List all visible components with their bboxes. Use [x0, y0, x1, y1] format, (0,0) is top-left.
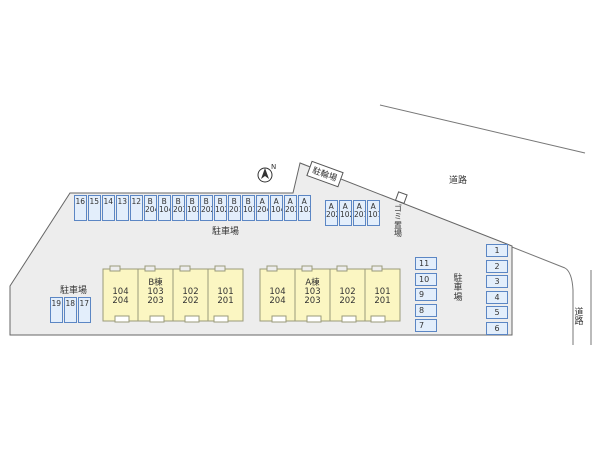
svg-text:N: N	[271, 163, 276, 171]
road-edge-top	[379, 104, 586, 154]
parking-slot-15: 15	[88, 195, 101, 221]
unit-number-top: 104	[112, 287, 129, 297]
parking-slot-9: 9	[415, 288, 437, 301]
garbage-label: ゴミ置場	[394, 204, 402, 239]
parking-slot-b103: B103	[186, 195, 199, 221]
garbage-box	[394, 191, 408, 205]
parking-slot-b204: B204	[144, 195, 157, 221]
unit-number-bottom: 201	[217, 296, 234, 306]
parking-label-center: 駐車場	[212, 227, 240, 237]
parking-slot-8: 8	[415, 303, 437, 317]
road-edge-right-inner	[564, 267, 574, 345]
building-name: B棟	[148, 278, 163, 288]
parking-slot-14: 14	[102, 195, 115, 221]
unit-number-top: 102	[182, 287, 199, 297]
unit-number-bottom: 204	[269, 296, 286, 306]
parking-slot-a204: A204	[256, 195, 269, 221]
parking-slot-b202: B202	[200, 195, 213, 221]
parking-label-left: 駐車場	[60, 286, 88, 296]
building-name: A棟	[305, 278, 320, 288]
unit-number-top: 103	[304, 287, 321, 297]
parking-slot-a201: A201	[353, 200, 366, 226]
parking-slot-17: 17	[78, 297, 91, 323]
parking-slot-16: 16	[74, 195, 87, 221]
parking-slot-18: 18	[64, 297, 77, 323]
unit-number-bottom: 203	[147, 296, 164, 306]
parking-slot-a103: A103	[298, 195, 311, 221]
road-label-top: 道路	[449, 176, 468, 186]
parking-slot-7: 7	[415, 319, 437, 332]
unit-number-top: 101	[217, 287, 234, 297]
north-arrow-icon: N	[257, 163, 276, 183]
parking-slot-13: 13	[116, 195, 129, 221]
parking-slot-12: 12	[130, 195, 143, 221]
unit-number-bottom: 202	[339, 296, 356, 306]
parking-slot-10: 10	[415, 272, 437, 286]
road-label-right: 道路	[574, 308, 584, 328]
unit-number-bottom: 201	[374, 296, 391, 306]
parking-slot-11: 11	[415, 257, 437, 270]
parking-slot-b101: B101	[242, 195, 255, 221]
parking-slot-3: 3	[486, 275, 508, 288]
parking-slot-b102: B102	[214, 195, 227, 221]
parking-slot-b201: B201	[228, 195, 241, 221]
parking-slot-19: 19	[50, 297, 63, 323]
unit-number-top: 103	[147, 287, 164, 297]
parking-slot-b203: B203	[172, 195, 185, 221]
parking-slot-a202: A202	[325, 200, 338, 226]
parking-slot-4: 4	[486, 290, 508, 304]
unit-number-bottom: 202	[182, 296, 199, 306]
unit-number-top: 104	[269, 287, 286, 297]
parking-slot-5: 5	[486, 306, 508, 319]
parking-slot-b104: B104	[158, 195, 171, 221]
unit-number-top: 102	[339, 287, 356, 297]
parking-slot-1: 1	[486, 244, 508, 257]
parking-label-right: 駐車場	[453, 274, 463, 303]
unit-number-bottom: 204	[112, 296, 129, 306]
unit-number-top: 101	[374, 287, 391, 297]
parking-slot-2: 2	[486, 259, 508, 273]
unit-number-bottom: 203	[304, 296, 321, 306]
parking-slot-6: 6	[486, 321, 508, 335]
parking-slot-a102: A102	[339, 200, 352, 226]
parking-slot-a104: A104	[270, 195, 283, 221]
parking-slot-a203: A203	[284, 195, 297, 221]
